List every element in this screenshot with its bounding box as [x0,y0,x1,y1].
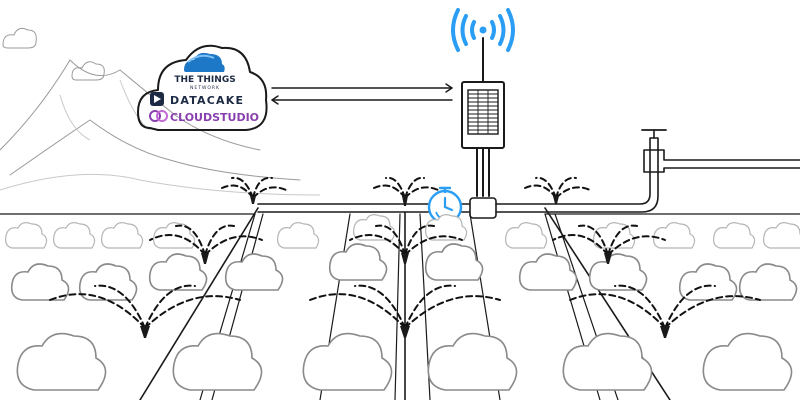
sprinkler-mid-right [552,224,666,256]
ttn-cloud-icon [184,52,225,72]
water-tap-icon [641,129,800,173]
datacake-logo-icon [150,92,164,106]
sprinkler-low-right [569,284,761,329]
sprinkler-mid-center [349,224,463,256]
sprinkler-top-center [373,176,439,199]
mid-trees [10,243,798,301]
sprinkler-low-left [49,284,241,329]
wifi-signal-icon [451,8,515,52]
stopwatch-timer-icon [427,186,463,225]
front-trees [16,332,793,391]
sprinkler-low-center [309,284,501,329]
solar-iot-device-icon [461,37,505,197]
ttn-subtitle: NETWORK [190,85,220,91]
sprinkler-top-right [524,176,591,199]
sky-cloud-mid [71,61,105,81]
datacake-label: DATACAKE [170,94,244,107]
cloud-services-bubble [137,44,268,131]
sprinkler-mid-left [149,224,263,256]
data-link-arrows [271,83,453,105]
ttn-title: THE THINGS [174,75,235,85]
sky-cloud-left [2,27,37,49]
far-trees [5,214,800,249]
cloudstudio-logo-icon [149,110,168,122]
sprinkler-heads [140,196,670,338]
cloudstudio-label: CLOUDSTUDIO [170,111,259,124]
sprinkler-top-left [221,176,287,199]
